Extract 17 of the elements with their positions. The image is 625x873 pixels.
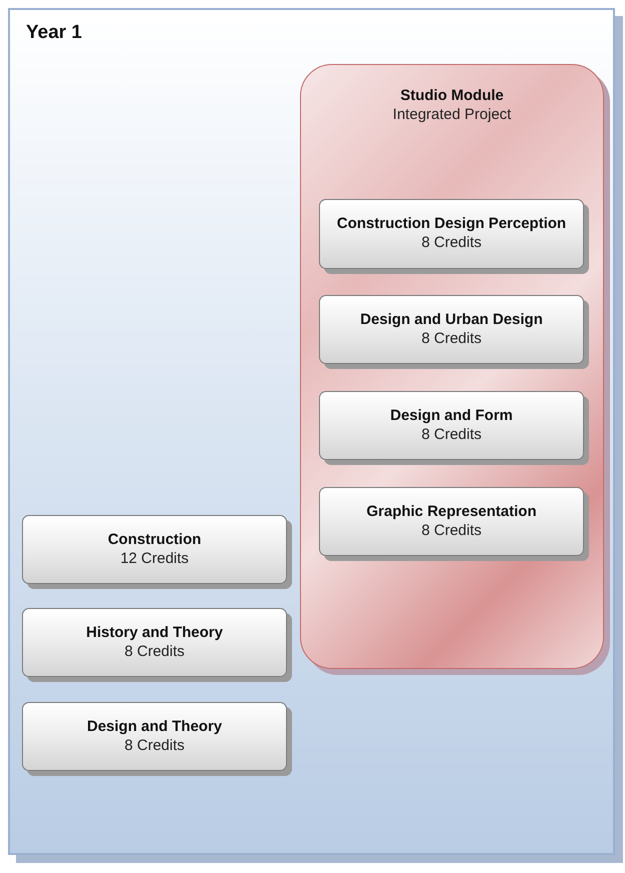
module-title: Studio Module — [400, 87, 504, 106]
credits-text: 8 Credits — [124, 736, 185, 756]
course-title: Graphic Representation — [366, 502, 537, 522]
credits-text: 8 Credits — [421, 522, 482, 540]
course-title: Design and Form — [390, 406, 513, 426]
course-title: Design and Theory — [86, 718, 222, 736]
course-title: Construction — [108, 530, 202, 550]
credits-text: 8 Credits — [421, 234, 482, 253]
credits-text: 8 Credits — [124, 642, 185, 662]
credits-text: 8 Credits — [421, 330, 482, 348]
credits-text: 8 Credits — [421, 426, 482, 444]
course-title: History and Theory — [86, 624, 223, 642]
panel-title: Year 1 — [26, 22, 82, 44]
course-title: Design and Urban Design — [360, 310, 543, 330]
course-title: Construction Design Perception — [336, 215, 566, 234]
credits-text: 12 Credits — [120, 550, 189, 568]
module-subtitle: Integrated Project — [392, 106, 512, 124]
